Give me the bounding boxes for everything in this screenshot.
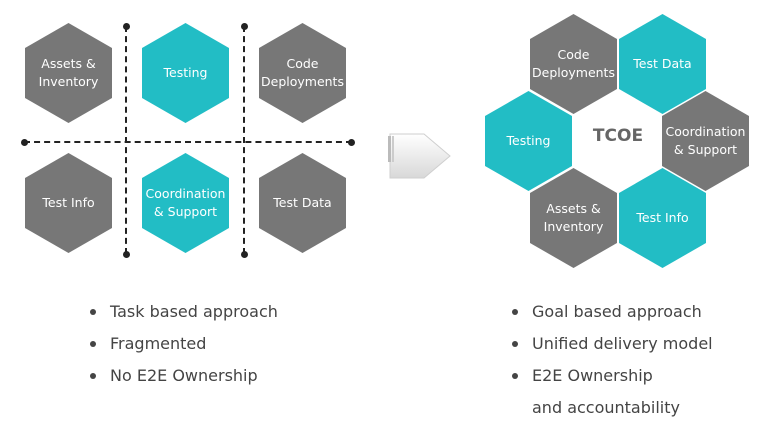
right-hex-test-info: Test Info — [619, 168, 706, 268]
vertical-divider-2 — [243, 26, 245, 254]
arrow-right-icon — [388, 133, 451, 179]
divider-endpoint — [241, 23, 248, 30]
bullet-item-continuation: and accountability — [532, 398, 680, 417]
right-bullet-list: Goal based approach Unified delivery mod… — [510, 296, 713, 424]
divider-endpoint — [241, 251, 248, 258]
right-hex-code-deployments: Code Deployments — [530, 14, 617, 114]
right-hex-assets-inventory: Assets & Inventory — [530, 168, 617, 268]
right-hex-testing: Testing — [485, 91, 572, 191]
left-bullet-list: Task based approach Fragmented No E2E Ow… — [88, 296, 278, 392]
bullet-item: No E2E Ownership — [88, 360, 278, 392]
left-hex-test-info: Test Info — [25, 153, 112, 253]
vertical-divider-1 — [125, 26, 127, 254]
bullet-item: E2E Ownership — [510, 360, 713, 392]
left-hex-assets-inventory: Assets & Inventory — [25, 23, 112, 123]
divider-endpoint — [123, 251, 130, 258]
bullet-item: Unified delivery model — [510, 328, 713, 360]
tcoe-center-label: TCOE — [592, 126, 644, 146]
left-hex-coordination-support: Coordination & Support — [142, 153, 229, 253]
left-hex-testing: Testing — [142, 23, 229, 123]
bullet-item: Task based approach — [88, 296, 278, 328]
bullet-item: Fragmented — [88, 328, 278, 360]
left-hex-test-data: Test Data — [259, 153, 346, 253]
horizontal-divider — [24, 141, 352, 143]
bullet-item: Goal based approach — [510, 296, 713, 328]
divider-endpoint — [21, 139, 28, 146]
divider-endpoint — [123, 23, 130, 30]
divider-endpoint — [348, 139, 355, 146]
left-hex-code-deployments: Code Deployments — [259, 23, 346, 123]
